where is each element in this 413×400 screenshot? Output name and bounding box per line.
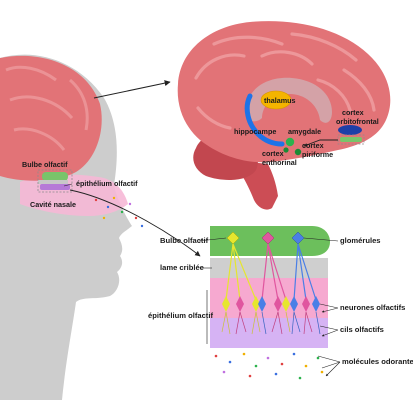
olfactory-neurons xyxy=(222,296,320,312)
detail-lamina-cribrosa xyxy=(210,258,328,278)
piriform-cortex-structure xyxy=(294,148,302,156)
olfactory-cilia xyxy=(221,311,321,335)
thalamus-structure xyxy=(260,90,292,110)
label-glomerules: glomérules xyxy=(340,236,381,245)
label-amygdale: amygdale xyxy=(288,127,321,136)
label-epithelium-head: épithélium olfactif xyxy=(76,179,138,188)
olfactory-detail-panel xyxy=(206,226,330,380)
label-cortex-piriforme-1: cortex xyxy=(302,141,324,150)
label-molecules-odorantes: molécules odorantes xyxy=(342,357,413,366)
brain-illustration xyxy=(177,21,391,210)
label-bulbe-detail: Bulbe olfactif xyxy=(160,236,209,245)
amygdala-structure xyxy=(285,137,295,147)
label-bulbe-head: Bulbe olfactif xyxy=(22,160,68,169)
odorant-dots-nose xyxy=(94,196,144,228)
head-silhouette xyxy=(0,54,132,400)
label-lame-criblee: lame criblée xyxy=(160,263,204,272)
label-epithelium-detail: épithélium olfactif xyxy=(148,311,213,320)
detail-olfactory-epithelium xyxy=(210,278,328,318)
arrow-head-to-brain xyxy=(93,80,171,99)
entorhinal-cortex-structure xyxy=(283,147,289,153)
head-olfactory-bulb xyxy=(42,172,68,181)
odorant-molecules xyxy=(214,352,324,380)
orbitofrontal-cortex-structure xyxy=(338,125,362,135)
label-thalamus: thalamus xyxy=(264,96,296,105)
label-cortex-piriforme-2: piriforme xyxy=(302,150,333,159)
label-cortex-orbitofrontal-1: cortex xyxy=(342,108,364,117)
label-cortex-enthorinal-2: enthorinal xyxy=(262,158,297,167)
label-neurones-olfactifs: neurones olfactifs xyxy=(340,303,405,312)
label-hippocampe: hippocampe xyxy=(234,127,276,136)
label-cils-olfactifs: cils olfactifs xyxy=(340,325,384,334)
label-cavite-nasale: Cavité nasale xyxy=(30,200,76,209)
label-cortex-orbitofrontal-2: orbitofrontal xyxy=(336,117,379,126)
head-olfactory-epithelium xyxy=(40,184,70,190)
label-cortex-enthorinal-1: cortex xyxy=(262,149,284,158)
arrow-epithelium-to-detail xyxy=(69,189,201,257)
hippocampus-structure xyxy=(244,93,285,147)
